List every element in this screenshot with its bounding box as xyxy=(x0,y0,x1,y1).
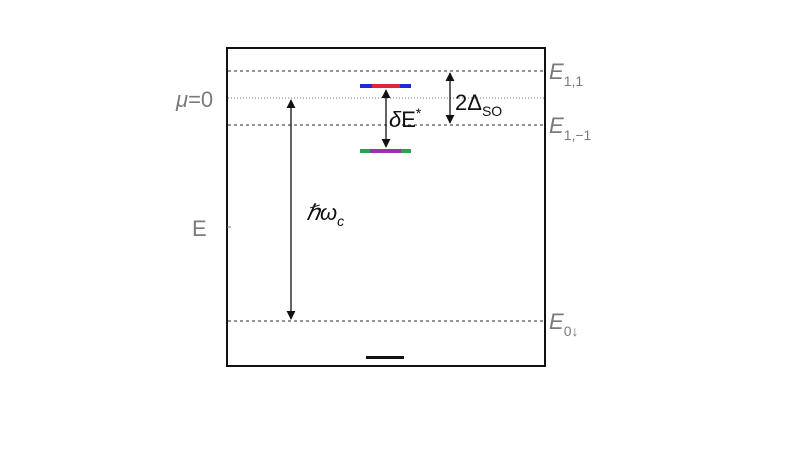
upper-state-bar-inner xyxy=(372,84,400,88)
delta-e-label: δE* xyxy=(389,105,422,132)
cyclotron-label: ℏωc xyxy=(306,200,344,229)
level-e1m1-label: E1,−1 xyxy=(549,113,592,143)
level-e0down-label: E0↓ xyxy=(549,309,578,339)
plot-frame xyxy=(226,47,546,367)
lower-state-bar-inner xyxy=(370,149,401,153)
level-e11-label: E1,1 xyxy=(549,59,583,89)
base-state-bar xyxy=(366,356,404,359)
spin-orbit-label: 2ΔSO xyxy=(455,90,502,119)
mu-label: μ=0 xyxy=(175,87,213,112)
energy-axis-label: E xyxy=(192,216,207,241)
